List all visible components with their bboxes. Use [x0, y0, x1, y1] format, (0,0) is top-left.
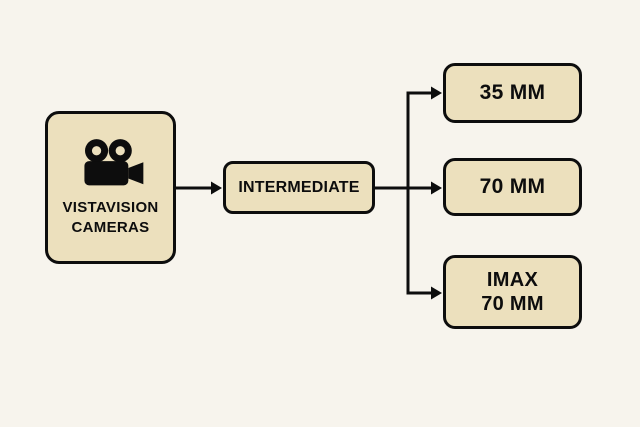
arrowhead-intermediate — [211, 181, 222, 195]
arrowhead-35mm — [431, 86, 442, 100]
intermediate-label: INTERMEDIATE — [238, 178, 360, 196]
source-label-line1: VISTAVISION — [62, 199, 159, 216]
source-label-line2: CAMERAS — [71, 218, 150, 236]
video-camera-icon — [83, 139, 143, 186]
output-imax-label-line2: 70 MM — [481, 293, 544, 315]
node-70mm: 70 MM — [443, 158, 582, 216]
node-vistavision-cameras: VISTAVISION CAMERAS — [45, 111, 176, 264]
output-35mm-label: 35 MM — [479, 81, 546, 104]
output-imax-label-line1: IMAX — [486, 269, 539, 291]
output-70mm-label: 70 MM — [479, 175, 546, 198]
node-35mm: 35 MM — [443, 63, 582, 123]
arrowhead-70mm — [431, 181, 442, 195]
arrowhead-imax-70mm — [431, 286, 442, 300]
node-imax-70mm: IMAX 70 MM — [443, 255, 582, 329]
source-label: VISTAVISION CAMERAS — [62, 198, 158, 237]
node-intermediate: INTERMEDIATE — [223, 161, 375, 214]
